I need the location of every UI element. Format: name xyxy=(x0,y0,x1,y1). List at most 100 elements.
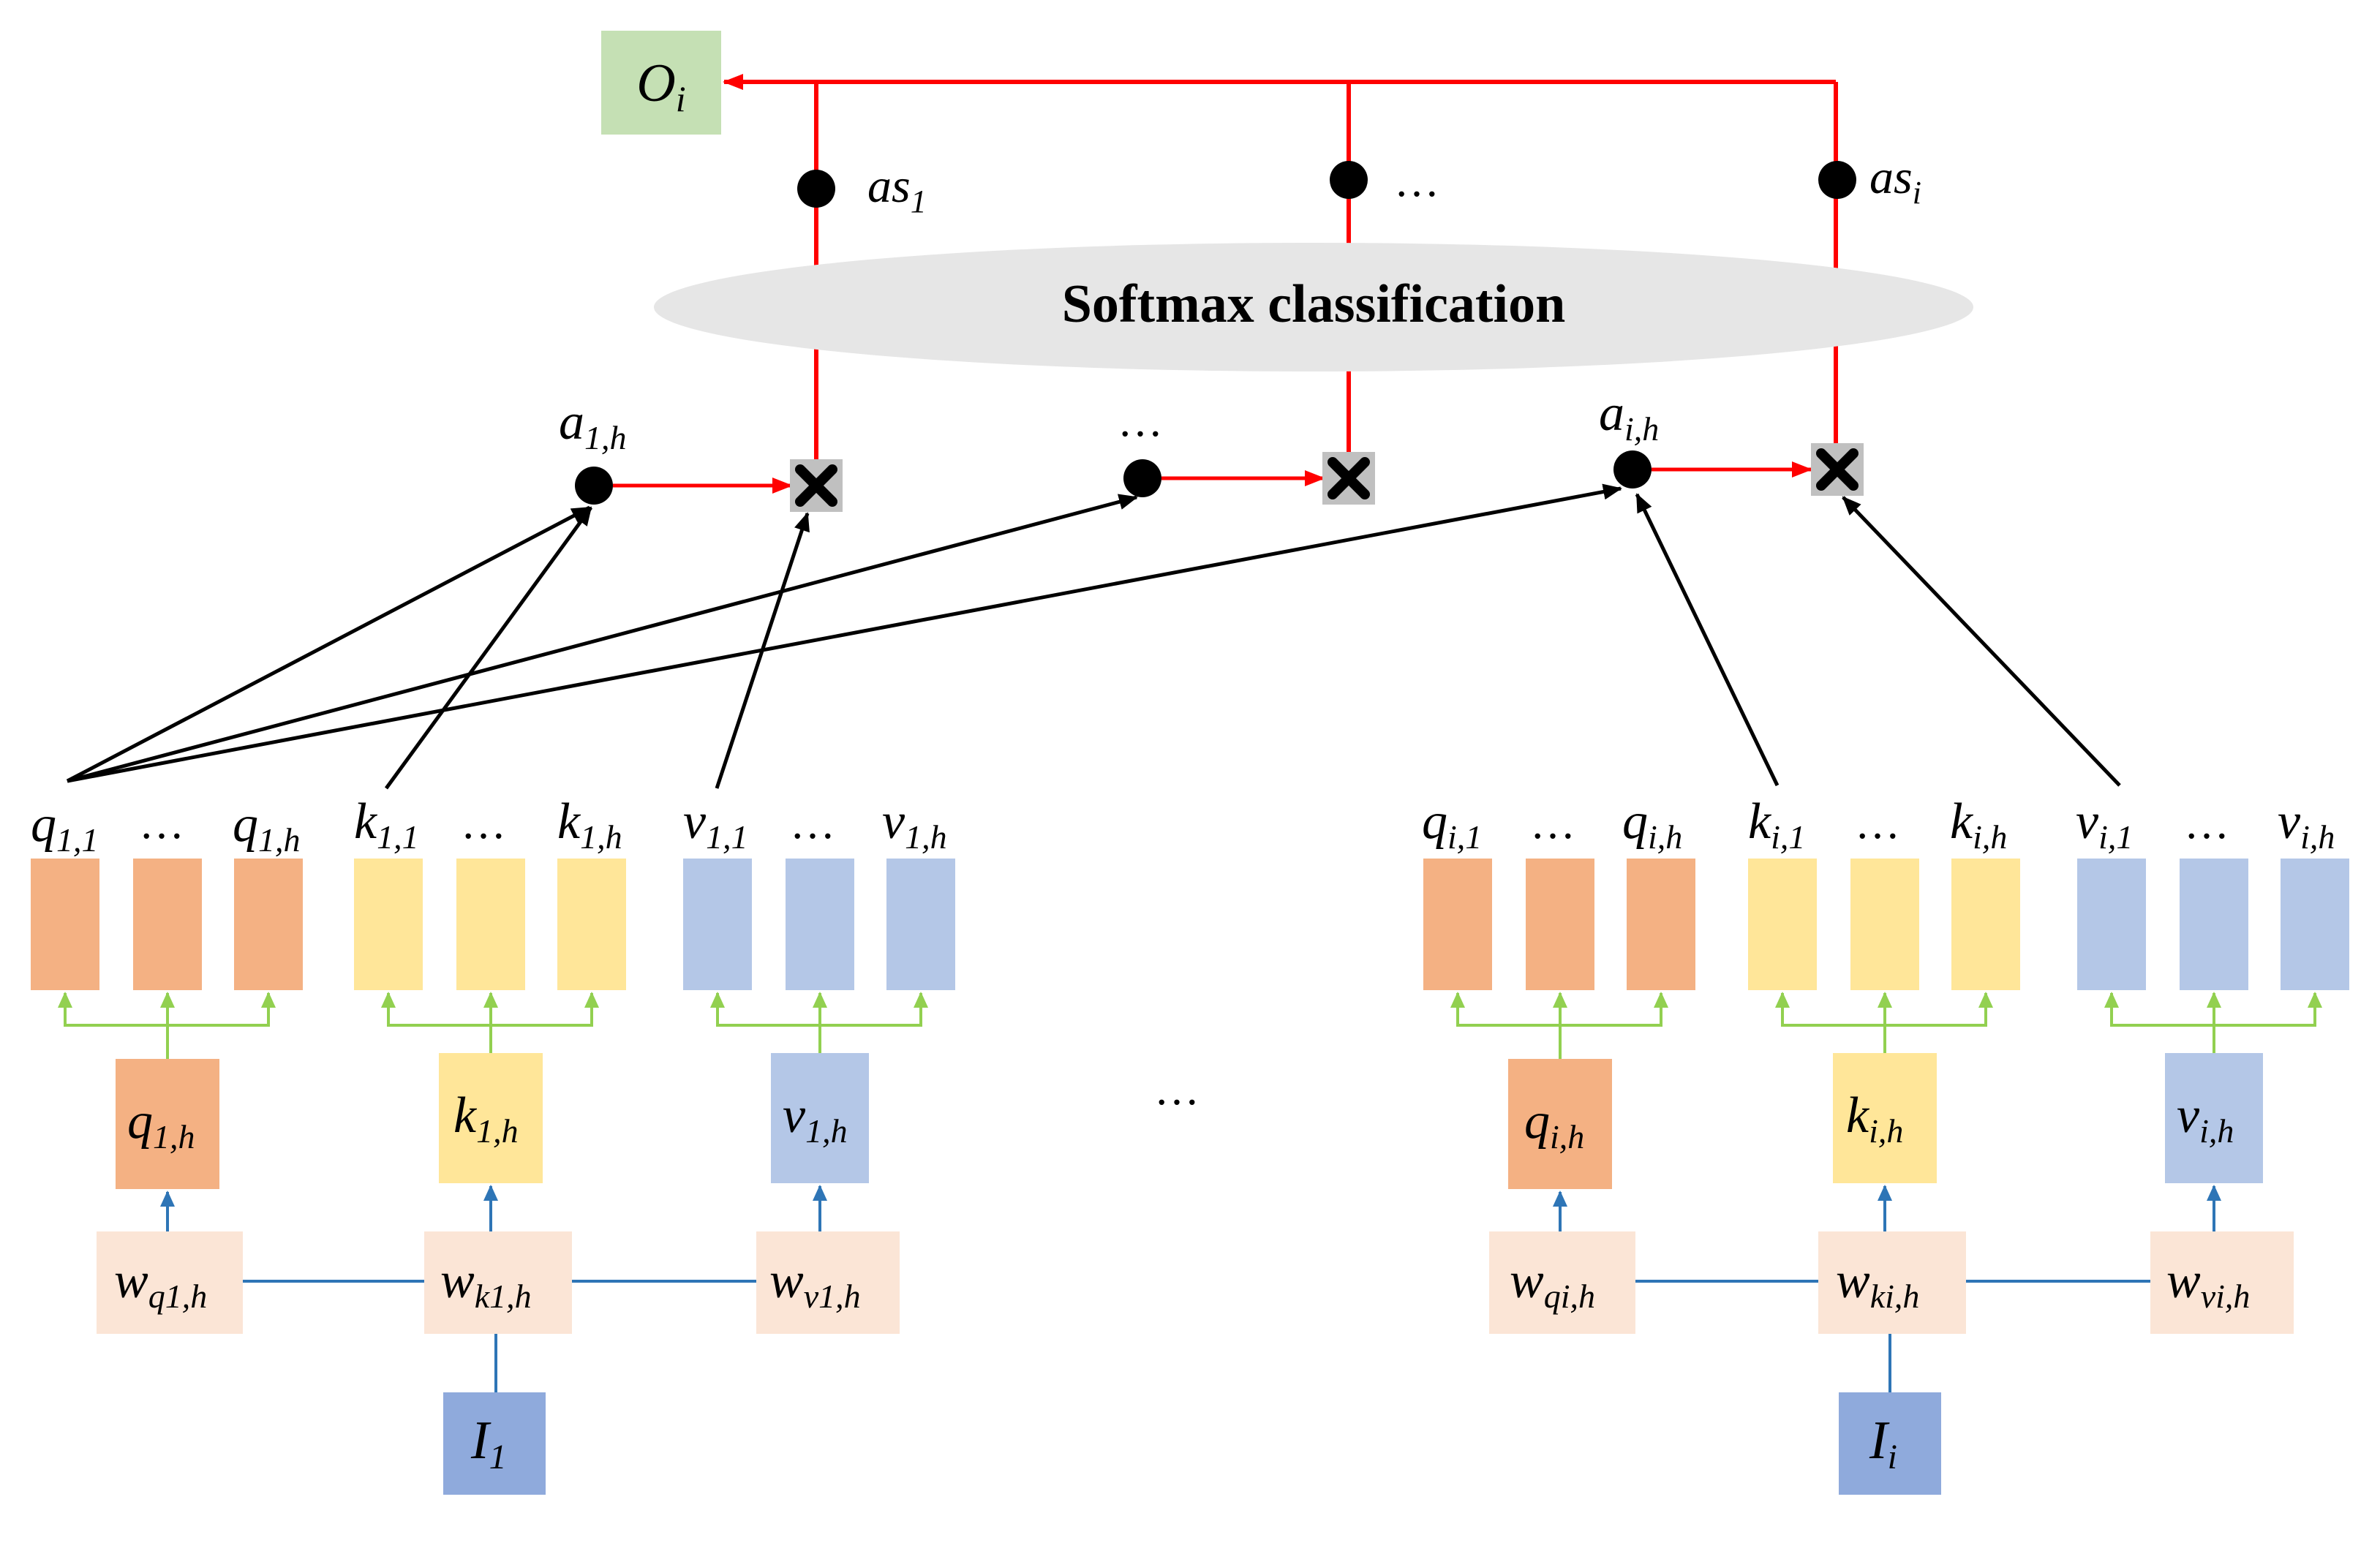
k-head-label: k1,1 xyxy=(354,793,419,856)
q-proj-box xyxy=(1508,1059,1612,1189)
q-head-ellipsis: … xyxy=(1530,799,1575,848)
multiply-icon xyxy=(790,459,843,512)
group-1: q1,1 … q1,h k1,1 … k1,h v1,1 … v1,h xyxy=(31,793,955,1495)
wq-box xyxy=(1489,1231,1635,1334)
input-box xyxy=(1839,1392,1941,1495)
q-head-box xyxy=(133,859,202,990)
v-proj-label: v1,h xyxy=(783,1087,848,1150)
v-head-box xyxy=(2180,859,2248,990)
green-split-1 xyxy=(58,992,928,1059)
v-proj-box xyxy=(771,1053,869,1183)
k-proj-label: ki,h xyxy=(1846,1087,1903,1150)
k-head-ellipsis: … xyxy=(461,799,506,848)
input-box xyxy=(443,1392,546,1495)
group-ellipsis: … xyxy=(1154,1065,1200,1114)
head-boxes-i xyxy=(1423,859,2349,990)
k-head-label: ki,h xyxy=(1950,793,2007,856)
v-head-box xyxy=(683,859,752,990)
multiply-nodes xyxy=(790,443,1864,512)
wk-label: wki,h xyxy=(1836,1253,1919,1315)
output-box xyxy=(601,31,721,135)
q-proj-label: q1,h xyxy=(127,1093,195,1155)
wk-label: wk1,h xyxy=(440,1253,532,1315)
head-boxes-1 xyxy=(31,859,955,990)
arrow-vi-mult xyxy=(1842,496,2121,787)
q-head-label: q1,1 xyxy=(31,796,99,859)
v-head-box xyxy=(786,859,854,990)
v-head-ellipsis: … xyxy=(2184,799,2229,848)
q-head-ellipsis: … xyxy=(139,799,184,848)
k-head-box xyxy=(354,859,423,990)
q-head-box xyxy=(1423,859,1492,990)
multiply-icon xyxy=(1811,443,1864,496)
as-label-2: … xyxy=(1394,156,1439,206)
a-label-3: ai,h xyxy=(1599,385,1659,448)
k-head-ellipsis: … xyxy=(1855,799,1900,848)
wq-label: wqi,h xyxy=(1510,1253,1595,1315)
arrow-k1-a1 xyxy=(384,506,593,790)
v-proj-box xyxy=(2165,1053,2263,1183)
as-nodes: as1 … asi xyxy=(797,151,1921,219)
as-node-2 xyxy=(1330,161,1368,199)
green-split-i xyxy=(1450,992,2322,1059)
a-label-2: … xyxy=(1118,396,1163,446)
softmax-classification: Softmax classification xyxy=(654,243,1973,371)
q-head-label: qi,1 xyxy=(1422,793,1482,856)
blue-weight-lines-i xyxy=(1553,1185,2221,1392)
q-head-box xyxy=(234,859,303,990)
wq-box xyxy=(97,1231,243,1334)
q-proj-box xyxy=(116,1059,219,1189)
wv-label: wv1,h xyxy=(769,1253,861,1315)
v-head-box xyxy=(886,859,955,990)
a-node-1 xyxy=(575,467,613,505)
a-node-3 xyxy=(1613,450,1652,488)
arrow-ki-ai xyxy=(1635,493,1780,787)
arrow-q-a1 xyxy=(66,505,591,783)
blue-weight-lines-1 xyxy=(160,1185,827,1392)
q-head-label: qi,h xyxy=(1622,793,1682,856)
input-label: Ii xyxy=(1869,1411,1897,1476)
k-proj-label: k1,h xyxy=(453,1087,519,1150)
v-head-box xyxy=(2281,859,2349,990)
head-labels-i: qi,1 … qi,h ki,1 … ki,h vi,1 … vi,h xyxy=(1422,793,2335,856)
k-proj-box xyxy=(1833,1053,1937,1183)
q-head-box xyxy=(1526,859,1594,990)
as-node-1 xyxy=(797,170,835,208)
k-head-label: k1,h xyxy=(557,793,622,856)
q-proj-label: qi,h xyxy=(1524,1093,1584,1155)
arrow-q-ai xyxy=(67,483,1622,783)
wv-box xyxy=(2150,1231,2294,1334)
wv-box xyxy=(756,1231,900,1334)
wv-label: wvi,h xyxy=(2166,1253,2250,1315)
q-head-box xyxy=(1627,859,1695,990)
input-label: I1 xyxy=(470,1411,507,1476)
head-labels-1: q1,1 … q1,h k1,1 … k1,h v1,1 … v1,h xyxy=(31,793,947,859)
k-head-box xyxy=(1951,859,2020,990)
k-head-box xyxy=(1748,859,1817,990)
k-head-box xyxy=(557,859,626,990)
v-head-label: vi,1 xyxy=(2076,793,2133,856)
v-head-label: v1,h xyxy=(882,793,947,856)
attention-nodes: a1,h … ai,h xyxy=(559,385,1812,505)
wk-box xyxy=(1818,1231,1966,1334)
k-head-box xyxy=(456,859,525,990)
as-label-3: asi xyxy=(1869,151,1921,211)
a-label-1: a1,h xyxy=(559,394,627,456)
a-node-2 xyxy=(1123,459,1161,497)
wq-label: wq1,h xyxy=(114,1253,207,1315)
v-head-label: vi,h xyxy=(2278,793,2335,856)
arrow-q-a2 xyxy=(67,494,1138,783)
multiply-icon xyxy=(1322,452,1375,505)
black-attention-arrows xyxy=(66,483,2121,790)
output-label: Oi xyxy=(636,53,685,119)
as-node-3 xyxy=(1818,161,1856,199)
v-head-box xyxy=(2077,859,2146,990)
output-section: Oi xyxy=(601,31,721,135)
q-head-label: q1,h xyxy=(233,796,301,859)
v-head-ellipsis: … xyxy=(790,799,835,848)
softmax-label: Softmax classification xyxy=(1062,274,1566,334)
k-head-label: ki,1 xyxy=(1748,793,1805,856)
group-i: qi,1 … qi,h ki,1 … ki,h vi,1 … vi,h xyxy=(1422,793,2349,1495)
